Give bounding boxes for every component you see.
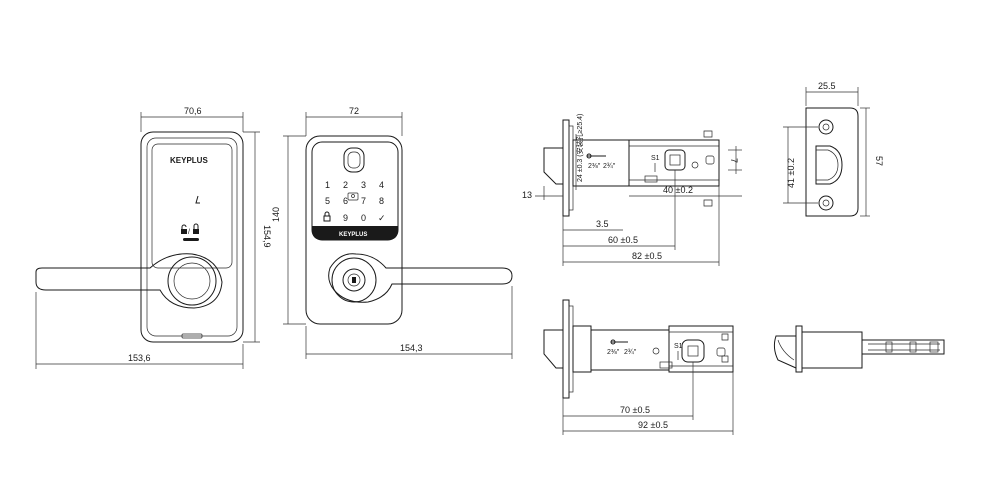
strike-screw-bottom [818, 195, 834, 211]
latch-bottom-dim-92: 92 ±0.5 [638, 420, 668, 430]
fingerprint-sensor [343, 147, 365, 173]
latch-top-dim-60: 60 ±0.5 [608, 235, 638, 245]
latch-bottom-dim-70: 70 ±0.5 [620, 405, 650, 415]
latch-top-faceplate [562, 119, 570, 217]
latch-bottom-backset-1: 2⅜″ [607, 349, 620, 356]
front-sensor-mark [195, 195, 200, 204]
front-lever-label: 153,6 [128, 353, 151, 363]
front-body-inner [146, 137, 238, 337]
key-5: 5 [325, 196, 330, 206]
key-2: 2 [343, 180, 348, 190]
front-view: KEYPLUS / 70,6 154,9 153,6 [35, 106, 272, 369]
key-lock-icon [323, 211, 331, 222]
latch-bottom-spindle [681, 339, 705, 363]
latch-side-case [801, 331, 863, 369]
latch-top: 2⅜″ 2¾″ S1 24 ±0.3 (安装孔≥25.4) 13 40 ±0.2… [522, 114, 742, 266]
latch-top-backset-1: 2⅜″ [588, 163, 601, 170]
strike-inner-label: 41 ±0.2 [786, 158, 796, 188]
keypad-panel [311, 141, 399, 241]
keypad-width-label: 72 [349, 106, 359, 116]
latch-side [773, 325, 945, 373]
key-0: 0 [361, 213, 366, 223]
latch-top-dim-13: 13 [522, 190, 532, 200]
latch-top-spindle [664, 149, 686, 171]
latch-side-bolt [773, 335, 797, 369]
front-lever-hub [173, 262, 211, 300]
keypad-logo-band [312, 226, 398, 240]
latch-top-dim-40: 40 ±0.2 [663, 185, 693, 195]
latch-top-dim-82: 82 ±0.5 [632, 251, 662, 261]
front-display [151, 143, 233, 269]
keypad-keys: 1 2 3 4 5 6 7 8 9 0 ✓ [323, 180, 386, 223]
keypad-rose [331, 257, 377, 303]
latch-bottom-faceplate [562, 299, 570, 399]
key-9: 9 [343, 213, 348, 223]
keypad-brand-logo: KEYPLUS [339, 232, 367, 238]
strike-screw-top [818, 119, 834, 135]
keypad-body-outer [305, 135, 403, 325]
svg-text:/: / [188, 229, 190, 236]
strike-plate-outline [805, 107, 859, 217]
front-lever [35, 253, 223, 309]
key-7: 7 [361, 196, 366, 206]
strike-plate: 25.5 57 41 ±0.2 [783, 81, 884, 217]
latch-bottom-bolt [543, 329, 563, 369]
keypad-cylinder [342, 268, 366, 292]
latch-top-dim-7: 7 [729, 158, 739, 163]
front-height-label: 154,9 [262, 225, 272, 248]
strike-width-label: 25.5 [818, 81, 836, 91]
key-3: 3 [361, 180, 366, 190]
keypad-center-icon [347, 192, 359, 201]
latch-top-bolt [543, 147, 563, 185]
keypad-lever [328, 253, 513, 303]
strike-latch-hole [815, 145, 843, 185]
keypad-height-label: 140 [271, 207, 281, 222]
latch-top-dim-3-5: 3.5 [596, 219, 609, 229]
latch-side-faceplate [795, 325, 803, 373]
latch-bottom-s1: S1 [674, 343, 683, 350]
front-width-label: 70,6 [184, 106, 202, 116]
front-brand-logo: KEYPLUS [170, 156, 208, 165]
front-bottom-slot [181, 333, 203, 339]
latch-bottom-case [572, 325, 592, 373]
key-6: 6 [343, 196, 348, 206]
latch-bottom-backset-2: 2¾″ [624, 349, 637, 356]
latch-bottom: 2⅜″ 2¾″ S1 70 ±0.5 92 ±0.5 [543, 299, 734, 435]
latch-top-hole-note: 24 ±0.3 (安装孔≥25.4) [575, 114, 584, 182]
front-body-outer [140, 131, 244, 343]
key-1: 1 [325, 180, 330, 190]
latch-top-s1: S1 [651, 155, 660, 162]
front-lever-rose [167, 256, 217, 306]
keypad-view: KEYPLUS 1 2 3 4 5 6 7 8 9 0 ✓ [271, 106, 513, 359]
front-lock-icons: / [181, 223, 199, 241]
key-check: ✓ [378, 213, 386, 223]
keypad-lever-label: 154,3 [400, 343, 423, 353]
strike-height-label: 57 [874, 156, 884, 166]
key-4: 4 [379, 180, 384, 190]
key-8: 8 [379, 196, 384, 206]
latch-top-backset-2: 2¾″ [603, 163, 616, 170]
